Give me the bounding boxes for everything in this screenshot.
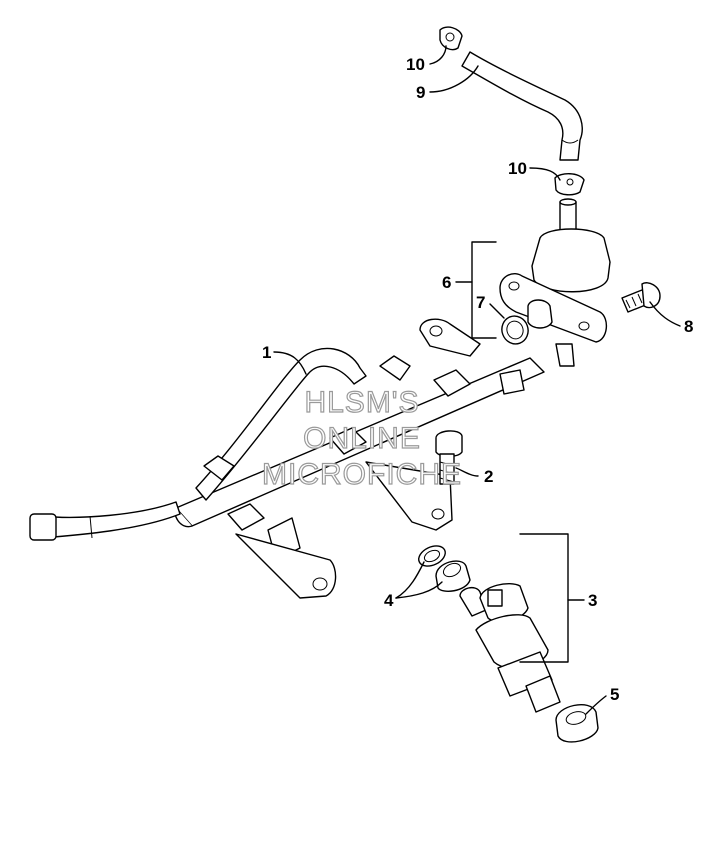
leader-lines [273,45,681,715]
watermark-line-3: MICROFICHE [262,458,462,491]
callout-labels: 10 9 10 6 7 8 1 2 3 4 5 [262,55,693,704]
callout-5: 5 [610,685,619,704]
callout-3: 3 [588,591,597,610]
callout-9: 9 [416,83,425,102]
injector-cap-part-5[interactable] [555,704,599,743]
fuel-rail-part-1[interactable] [29,318,545,599]
callout-4: 4 [384,591,394,610]
callout-6: 6 [442,273,451,292]
hose-clamp-lower-part-10[interactable] [554,173,585,196]
fuel-injector-part-3[interactable] [459,582,561,713]
o-ring-part-7[interactable] [498,312,532,347]
callout-10-lower: 10 [508,159,527,178]
callout-8: 8 [684,317,693,336]
watermark-line-1: HLSM'S [304,386,419,419]
callout-10-top: 10 [406,55,425,74]
watermark-line-2: ONLINE [303,422,421,455]
fuel-hose-part-9[interactable] [461,51,583,161]
bolt-part-8[interactable] [621,282,661,313]
seal-ring-upper-part-4[interactable] [416,542,449,570]
callout-2: 2 [484,467,493,486]
hose-clamp-top-part-10[interactable] [439,26,463,51]
watermark: HLSM'S ONLINE MICROFICHE [261,385,462,491]
pressure-regulator-part-6[interactable] [499,198,611,367]
bolt-part-2[interactable] [435,430,463,485]
callout-7: 7 [476,293,485,312]
callout-1: 1 [262,343,271,362]
seal-ring-lower-part-4[interactable] [435,560,471,592]
